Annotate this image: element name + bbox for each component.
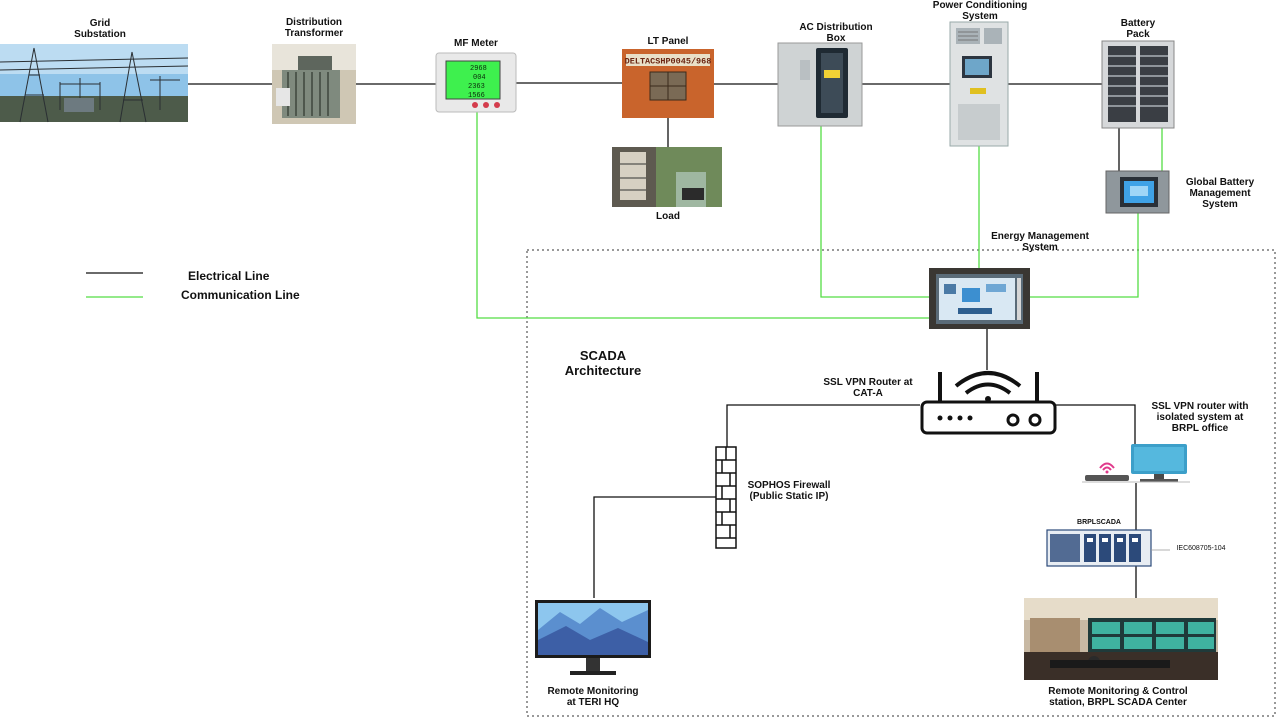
svg-text:004: 004 [473, 74, 486, 82]
distribution-transformer-image [272, 44, 356, 124]
load-label: Load [656, 211, 680, 222]
ssl-vpn-router-cat-a-label: SSL VPN Router at CAT-A [823, 377, 913, 399]
ssl-vpn-router-brpl-label: SSL VPN router with isolated system at B… [1151, 401, 1249, 434]
legend-communication-label: Communication Line [181, 288, 300, 302]
brpl-office-workstation-icon [1082, 444, 1190, 483]
remote-monitoring-brpl-label: Remote Monitoring & Control station, BRP… [1048, 686, 1188, 708]
power-conditioning-system-label: Power Conditioning System [932, 0, 1028, 22]
remote-monitoring-teri-label: Remote Monitoring at TERI HQ [547, 686, 639, 708]
brplscada-label: BRPLSCADA [1077, 519, 1121, 526]
brpl-scada-center-image [1024, 598, 1218, 680]
mf-meter-label: MF Meter [454, 38, 498, 49]
battery-pack-image [1101, 40, 1175, 129]
brplscada-server-icon [1046, 529, 1170, 567]
grid-substation-label: Grid Substation [74, 18, 126, 40]
firewall-icon [715, 446, 737, 549]
battery-pack-label: Battery Pack [1120, 18, 1156, 40]
iec-protocol-label: IEC608705-104 [1176, 545, 1226, 552]
lt-panel-image: DELTACSHP0045/968 [622, 49, 714, 118]
power-conditioning-system-image [949, 21, 1009, 147]
svg-text:2968: 2968 [470, 65, 487, 73]
svg-text:1566: 1566 [468, 92, 485, 100]
distribution-transformer-label: Distribution Transformer [284, 17, 344, 39]
scada-boundary [526, 249, 1276, 717]
global-bms-label: Global Battery Management System [1185, 177, 1255, 210]
lt-panel-label: LT Panel [647, 36, 689, 47]
lt-panel-sign-text: DELTACSHP0045/968 [625, 57, 712, 67]
legend-electrical-label: Electrical Line [188, 269, 270, 283]
global-bms-image [1105, 170, 1170, 214]
ac-distribution-box-label: AC Distribution Box [799, 22, 873, 44]
teri-hq-monitor-icon [535, 600, 651, 675]
router-icon [920, 371, 1057, 435]
ac-distribution-box-image [777, 42, 863, 127]
grid-substation-image [0, 44, 189, 123]
sophos-firewall-label: SOPHOS Firewall (Public Static IP) [747, 480, 831, 502]
communication-lines [476, 112, 1163, 319]
electrical-lines [188, 82, 1137, 598]
svg-text:2363: 2363 [468, 83, 485, 91]
load-image [612, 147, 722, 207]
scada-architecture-title: SCADA Architecture [564, 348, 642, 378]
energy-management-system-image [929, 268, 1030, 329]
energy-management-system-label: Energy Management System [991, 231, 1089, 253]
